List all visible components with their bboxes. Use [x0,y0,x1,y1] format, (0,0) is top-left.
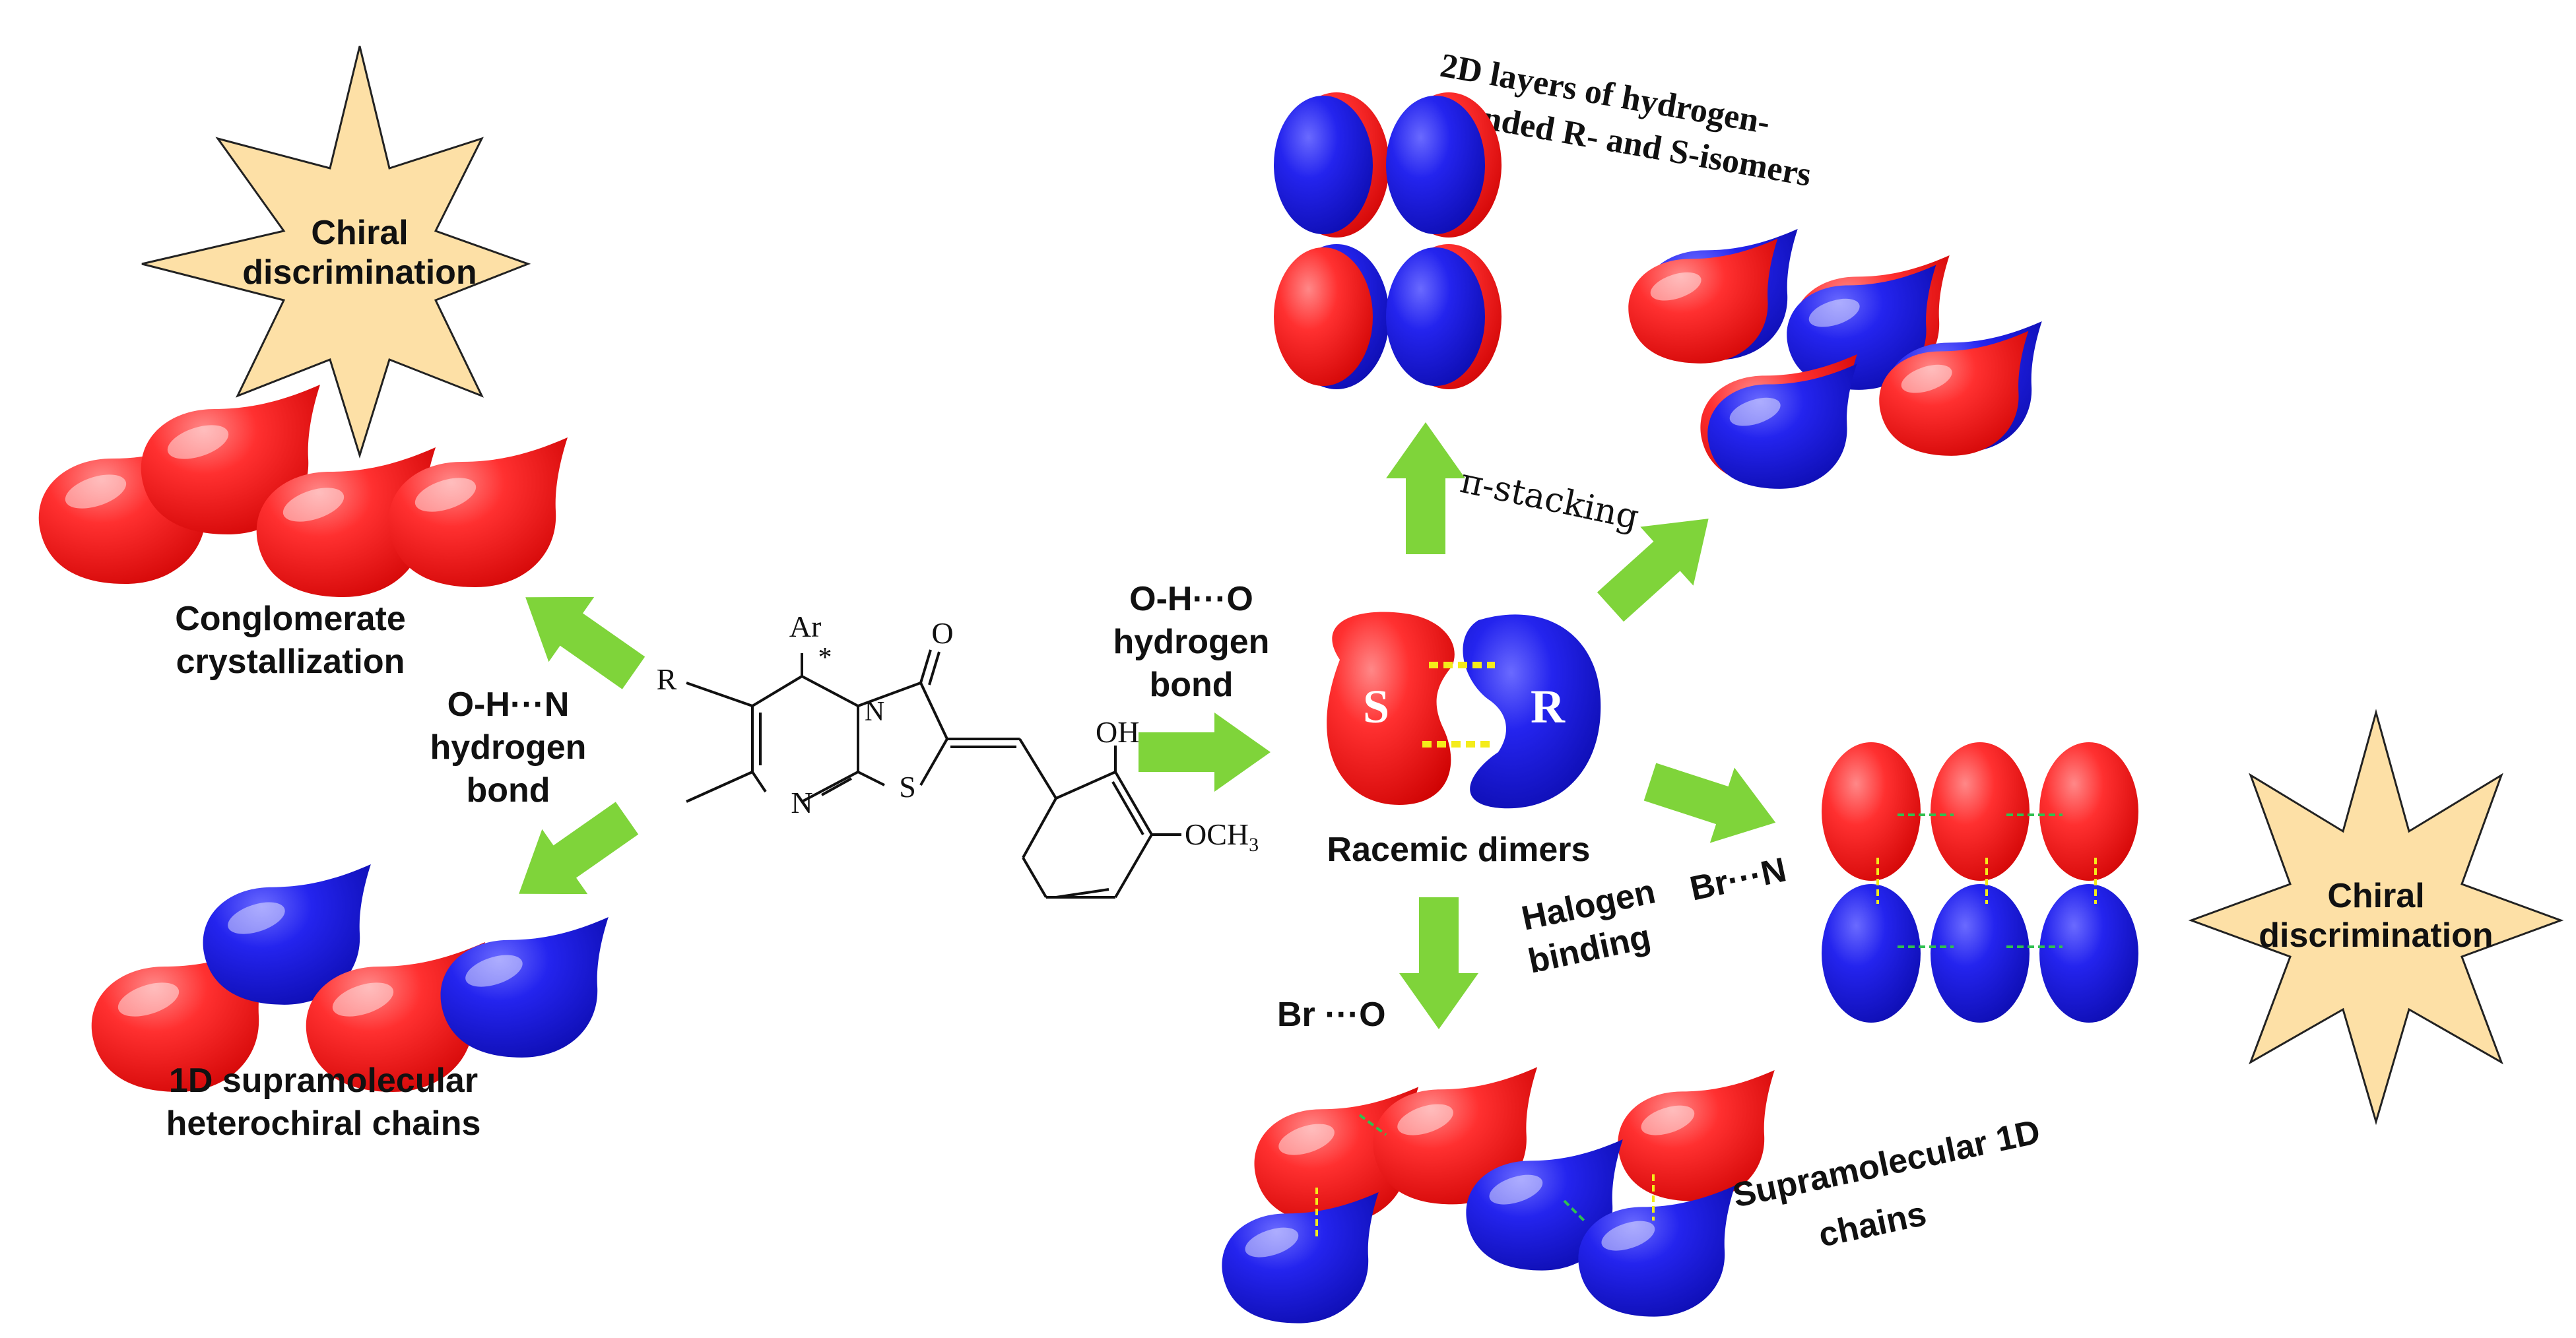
br-o-chain [1222,1067,1775,1323]
chains-left-line1: 1D supramolecular [169,1062,478,1100]
mol-och3-sub: 3 [1249,834,1259,856]
conglomerate-line2: crystallization [176,643,405,681]
conglomerate-drops [38,385,568,597]
racemic-label: Racemic dimers [1327,831,1591,869]
mol-n-ring: N [865,697,884,727]
oho-line1: O-H···O [1129,580,1253,618]
mol-och3-main: OCH [1185,817,1249,851]
grid-red-1 [1822,742,1921,881]
layer-blue-4 [1386,247,1485,386]
chiral-discrimination-star-right [2188,709,2564,1126]
layer-blue-1 [1274,96,1373,234]
blue-isomer-2 [440,917,609,1058]
pi-stacking-label: π-stacking [1457,461,1642,538]
chiral-discrimination-star-left [141,46,531,459]
chains-right-line2: chains [1815,1195,1929,1255]
arrow-to-conglomerate [502,565,657,706]
br-n-grid [1822,742,2138,1023]
chain-contact-2 [1563,1199,1585,1222]
s-label: S [1363,680,1389,733]
grid-blue-3 [2039,884,2138,1023]
layer-grid-right [1628,229,2042,489]
arrow-to-br-n [1637,744,1788,860]
chains-left-line2: heterochiral chains [166,1104,481,1143]
mol-n-bottom: N [791,786,812,819]
heterochiral-drops [91,864,609,1092]
pi-stacking-text: π-stacking [1457,461,1642,538]
star-left-line2: discrimination [242,253,477,292]
oho-line2: hydrogen [1113,623,1270,661]
mol-stereo-star: * [818,643,832,673]
br-n-label: Br···N [1686,850,1789,908]
grid-blue-1 [1822,884,1921,1023]
grid-blue-2 [1931,884,2030,1023]
chain-contact-1 [1358,1114,1387,1136]
mol-och3: OCH3 [1185,817,1259,856]
arrow-to-racemic [1139,713,1271,792]
r-isomer [1463,614,1601,809]
grid-red-2 [1931,742,2030,881]
ohn-line3: bond [466,771,550,810]
grid-red-3 [2039,742,2138,881]
mol-carbonyl-o: O [931,616,953,650]
oho-line3: bond [1149,666,1233,704]
s-isomer [1327,612,1455,805]
layer-blue-2 [1386,96,1485,234]
ohn-line2: hydrogen [430,728,587,767]
conglomerate-line1: Conglomerate [175,600,406,638]
star-right-line1: Chiral [2327,877,2424,915]
mol-r: R [657,662,677,696]
mol-ar: Ar [789,610,822,643]
r-label: R [1531,680,1566,733]
mol-s: S [899,770,916,804]
star-left-line1: Chiral [311,214,408,252]
br-o-label: Br ···O [1277,996,1386,1034]
chains-right-line1: Supramolecular 1D [1729,1112,2043,1215]
layer-red-3 [1274,247,1373,386]
mol-oh: OH [1096,715,1139,749]
ohn-line1: O-H···N [447,685,570,724]
arrow-up-stacking [1386,422,1465,554]
arrow-down-br-o [1399,897,1478,1029]
molecule-structure [686,649,1181,899]
layer-grid-left [1274,92,1502,389]
star-right-line2: discrimination [2259,916,2493,955]
racemic-dimer: S R [1327,612,1601,809]
